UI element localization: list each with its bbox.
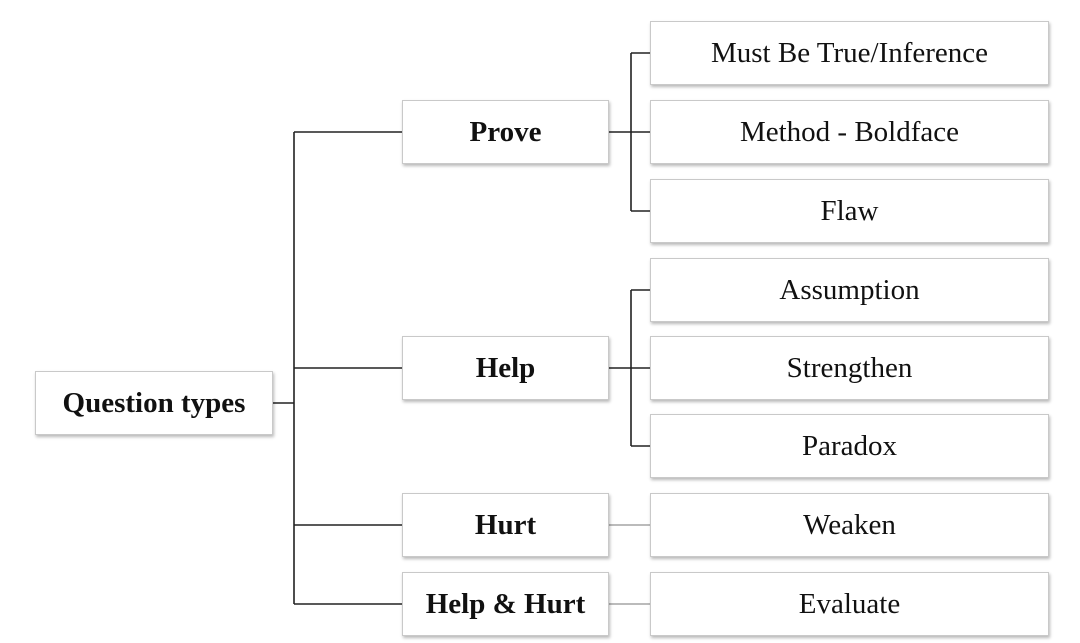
- leaf-assumption: Assumption: [650, 258, 1049, 322]
- leaf-weaken: Weaken: [650, 493, 1049, 557]
- leaf-evaluate: Evaluate: [650, 572, 1049, 636]
- leaf-flaw: Flaw: [650, 179, 1049, 243]
- leaf-paradox: Paradox: [650, 414, 1049, 478]
- leaf-method-boldface: Method - Boldface: [650, 100, 1049, 164]
- category-help: Help: [402, 336, 609, 400]
- category-help-and-hurt: Help & Hurt: [402, 572, 609, 636]
- leaf-strengthen: Strengthen: [650, 336, 1049, 400]
- root-node: Question types: [35, 371, 273, 435]
- leaf-must-be-true-inference: Must Be True/Inference: [650, 21, 1049, 85]
- category-prove: Prove: [402, 100, 609, 164]
- category-hurt: Hurt: [402, 493, 609, 557]
